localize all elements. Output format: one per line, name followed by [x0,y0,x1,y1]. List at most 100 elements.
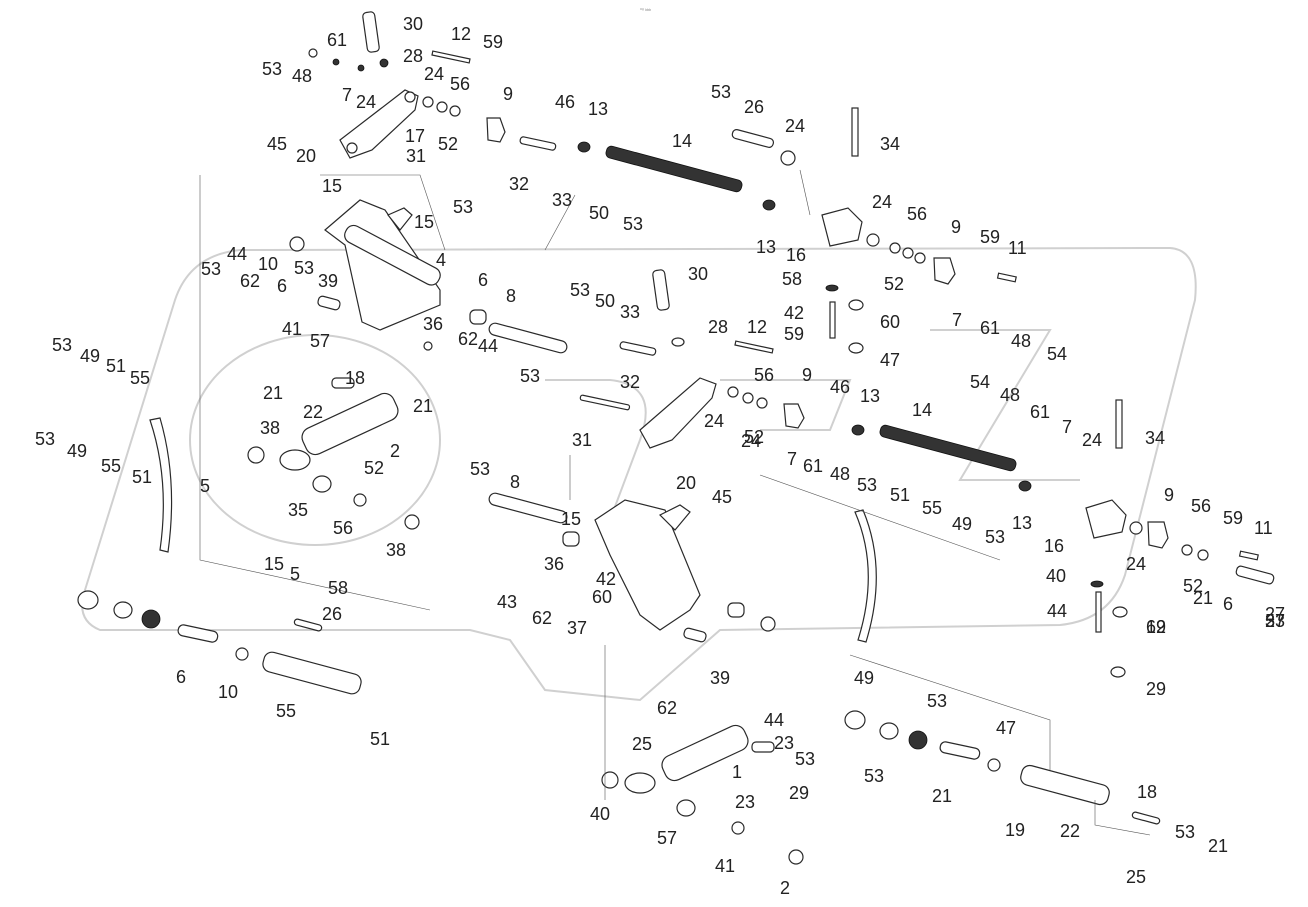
callout-label: 15 [322,176,342,196]
pin-26-upper [731,129,775,148]
callout-label: 24 [872,192,892,212]
bushing-35 [312,475,332,493]
callout-label: 5 [200,476,210,496]
callout-label: 48 [830,464,850,484]
callout-label: 56 [0,0,20,4]
callout-label: 28 [403,46,423,66]
bushing-24 [780,150,796,166]
callout-label: 48 [292,66,312,86]
callout-label: 52 [884,274,904,294]
callout-label: 9 [951,217,961,237]
callout-label: 60 [880,312,900,332]
callout-label: 53 [52,335,72,355]
callout-label: 32 [620,372,640,392]
bearing-housing-right [1147,521,1169,549]
callout-label: 24 [1082,430,1102,450]
callout-label: 53 [294,258,314,278]
shaft-32-upper [519,136,557,151]
callout-label: 12 [747,317,767,337]
callout-label: 13 [756,237,776,257]
bushing-38 [247,446,265,464]
callout-label: 24 [741,431,761,451]
callout-label: 45 [267,134,287,154]
callout-label: 20 [676,473,696,493]
callout-label: 34 [1145,428,1165,448]
bushing-19-right [844,710,866,730]
callout-label: 23 [774,733,794,753]
callout-label: 52 [438,134,458,154]
callout-label: 51 [370,729,390,749]
callout-label: 53 [1175,822,1195,842]
callout-label: 45 [712,487,732,507]
callout-label: 37 [567,618,587,638]
callout-label: 26 [744,97,764,117]
bolt-42-upper [829,301,836,339]
washer [742,392,754,404]
callout-label: 30 [403,14,423,34]
washer [1197,549,1209,561]
callout-label: 62 [1146,617,1166,637]
callout-label: 53 [0,0,20,4]
lift-arm-upper [339,89,419,159]
callout-label: 36 [544,554,564,574]
callout-label: 58 [328,578,348,598]
callout-label: 53 [795,749,815,769]
callout-label: 13 [860,386,880,406]
callout-label: 29 [789,783,809,803]
callout-label: 24 [785,116,805,136]
spring-14-upper [605,145,743,193]
rod-eye-lower [624,772,656,794]
callout-label: 62 [657,698,677,718]
callout-label: 62 [458,329,478,349]
bracket-16-mid [1085,499,1127,539]
callout-label: 53 [453,197,473,217]
callout-label: 39 [318,271,338,291]
callout-label: 9 [802,365,812,385]
bearing-housing-mid [783,403,805,429]
callout-label: 39 [710,668,730,688]
callout-label: 1 [0,0,10,4]
pin-11 [996,272,1017,283]
callout-label: 42 [596,569,616,589]
callout-label: 38 [386,540,406,560]
callout-label: 6 [277,276,287,296]
callout-label: 14 [672,131,692,151]
callout-label: 61 [980,318,1000,338]
callout-label: 16 [786,245,806,265]
pin-39-mid [683,627,707,643]
bushing-38-lower [601,771,619,789]
callout-label: 38 [260,418,280,438]
spring-end [762,199,776,211]
pin-30-mid [652,269,670,311]
callout-label: 59 [784,324,804,344]
nut [379,58,389,68]
callout-label: 15 [414,212,434,232]
upper-left-assembly [77,11,1017,695]
pin-12-mid [734,340,774,354]
callout-label: 53 [711,82,731,102]
bushing-29-right [908,730,928,750]
plate-15 [387,207,413,231]
callout-label: 47 [880,350,900,370]
callout-label: 15 [561,509,581,529]
callout-label: 8 [510,472,520,492]
callout-label: 13 [588,99,608,119]
washer-56-lower [731,821,745,835]
bolt-34-upper [851,107,859,157]
callout-label: 50 [595,291,615,311]
callout-label: 44 [478,336,498,356]
washer [914,252,926,264]
washer [308,48,318,58]
bolt-34-mid [1115,399,1123,449]
callout-label: 53 [985,527,1005,547]
bushing-10-mid [760,616,776,632]
callout-label: 23 [735,792,755,812]
bushing-6-mid [727,602,745,618]
callout-label: 29 [1146,679,1166,699]
callout-label: 53 [1265,611,1285,631]
callout-label: 7 [1062,417,1072,437]
callout-label: 54 [970,372,990,392]
callout-label: 16 [1044,536,1064,556]
callout-label: 55 [130,368,150,388]
shaft-31-mid [579,394,631,411]
